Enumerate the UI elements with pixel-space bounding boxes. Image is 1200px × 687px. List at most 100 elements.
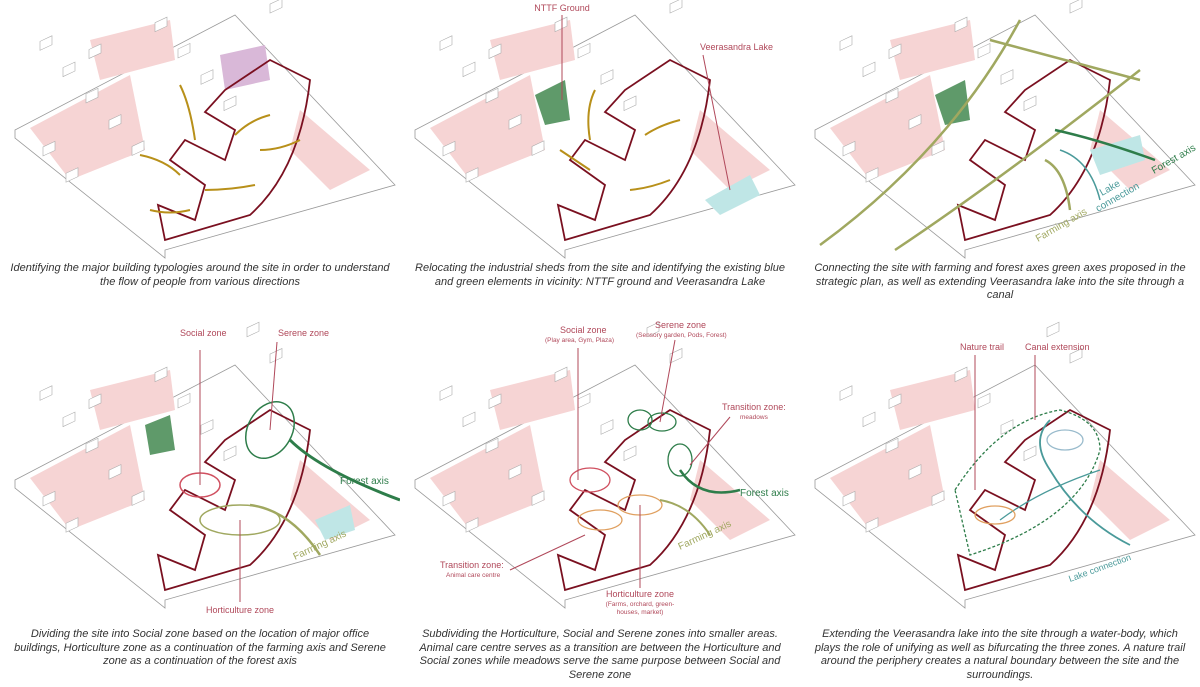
building bbox=[223, 445, 237, 461]
building bbox=[462, 61, 476, 78]
site-outline bbox=[156, 58, 311, 242]
site-outline bbox=[556, 58, 711, 242]
label-serene-zone: Serene zone bbox=[278, 328, 329, 338]
building bbox=[88, 43, 102, 59]
label-horticulture-zone: Horticulture zone bbox=[206, 605, 274, 615]
panel-blue-green: NTTF Ground Veerasandra Lake Relocating … bbox=[400, 0, 800, 310]
building bbox=[88, 393, 102, 409]
label-veerasandra-lake: Veerasandra Lake bbox=[700, 42, 773, 52]
built-area bbox=[890, 370, 975, 430]
built-area bbox=[30, 75, 145, 180]
building bbox=[65, 517, 79, 533]
site-outline bbox=[556, 408, 711, 592]
base-block bbox=[14, 364, 396, 609]
building bbox=[842, 140, 856, 157]
built-area bbox=[490, 370, 575, 430]
label-forest-axis: Forest axis bbox=[740, 488, 789, 499]
caption: Identifying the major building typologie… bbox=[10, 262, 390, 288]
building bbox=[223, 95, 237, 111]
built-area bbox=[690, 460, 770, 540]
label-serene-sub: (Sensory garden, Pods, Forest) bbox=[636, 332, 727, 339]
building bbox=[200, 69, 214, 85]
building bbox=[885, 437, 899, 454]
building bbox=[488, 393, 502, 409]
built-area bbox=[290, 110, 370, 190]
building bbox=[600, 419, 614, 435]
building bbox=[1000, 69, 1014, 85]
building bbox=[200, 419, 214, 435]
built-area bbox=[830, 75, 945, 180]
building bbox=[1069, 348, 1083, 364]
building bbox=[531, 490, 545, 506]
building bbox=[600, 69, 614, 85]
label-social-zone: Social zone bbox=[560, 325, 607, 335]
label-canal-extension: Canal extension bbox=[1025, 342, 1090, 352]
building bbox=[1023, 445, 1037, 461]
label-transition-meadows: Transition zone: bbox=[722, 402, 786, 412]
building bbox=[865, 517, 879, 533]
building bbox=[508, 114, 522, 130]
building bbox=[177, 392, 191, 409]
building bbox=[646, 321, 660, 338]
building bbox=[862, 61, 876, 78]
label-transition-animal: Transition zone: bbox=[440, 560, 504, 570]
built-area bbox=[830, 425, 945, 530]
building bbox=[62, 411, 76, 428]
building bbox=[669, 348, 683, 364]
building bbox=[108, 464, 122, 480]
building bbox=[439, 35, 453, 51]
building bbox=[531, 140, 545, 156]
site-outline bbox=[156, 408, 311, 592]
building bbox=[488, 43, 502, 59]
building bbox=[977, 392, 991, 409]
site-map: Social zone Serene zone Forest axis Farm… bbox=[14, 321, 400, 615]
building bbox=[931, 490, 945, 506]
building bbox=[554, 366, 568, 383]
building bbox=[154, 366, 168, 383]
building bbox=[977, 42, 991, 59]
building bbox=[839, 385, 853, 401]
building bbox=[623, 95, 637, 111]
people-flow-arrows bbox=[139, 84, 301, 214]
site-map: NTTF Ground Veerasandra Lake bbox=[414, 0, 796, 259]
label-nttf-ground: NTTF Ground bbox=[534, 3, 590, 13]
building bbox=[888, 43, 902, 59]
building bbox=[442, 490, 456, 507]
building bbox=[908, 114, 922, 130]
caption: Connecting the site with farming and for… bbox=[814, 262, 1186, 301]
building bbox=[62, 61, 76, 78]
building bbox=[246, 321, 260, 338]
building bbox=[577, 42, 591, 59]
building bbox=[554, 16, 568, 33]
label-social-sub: (Play area, Gym, Plaza) bbox=[545, 337, 614, 344]
building bbox=[108, 114, 122, 130]
site-outline bbox=[956, 408, 1111, 592]
label-serene-zone: Serene zone bbox=[655, 320, 706, 330]
building bbox=[39, 385, 53, 401]
built-area bbox=[1090, 460, 1170, 540]
built-area bbox=[430, 75, 545, 180]
building bbox=[885, 87, 899, 104]
building bbox=[42, 490, 56, 507]
building bbox=[485, 87, 499, 104]
building bbox=[623, 445, 637, 461]
label-meadows-sub: meadows bbox=[740, 414, 769, 421]
building bbox=[1000, 419, 1014, 435]
building bbox=[465, 167, 479, 183]
building bbox=[462, 411, 476, 428]
building bbox=[131, 490, 145, 506]
label-forest-axis: Forest axis bbox=[340, 476, 389, 487]
building bbox=[465, 517, 479, 533]
building bbox=[1069, 0, 1083, 14]
label-nature-trail: Nature trail bbox=[960, 342, 1004, 352]
site-map: Social zone (Play area, Gym, Plaza) Sere… bbox=[414, 320, 796, 616]
panel-zones: Social zone Serene zone Forest axis Farm… bbox=[0, 320, 400, 687]
building bbox=[269, 0, 283, 14]
building bbox=[931, 140, 945, 156]
building bbox=[39, 35, 53, 51]
built-area bbox=[690, 110, 770, 190]
label-horticulture-zone: Horticulture zone bbox=[606, 589, 674, 599]
base-block bbox=[414, 364, 796, 609]
veerasandra-lake bbox=[705, 175, 760, 215]
building bbox=[131, 140, 145, 156]
